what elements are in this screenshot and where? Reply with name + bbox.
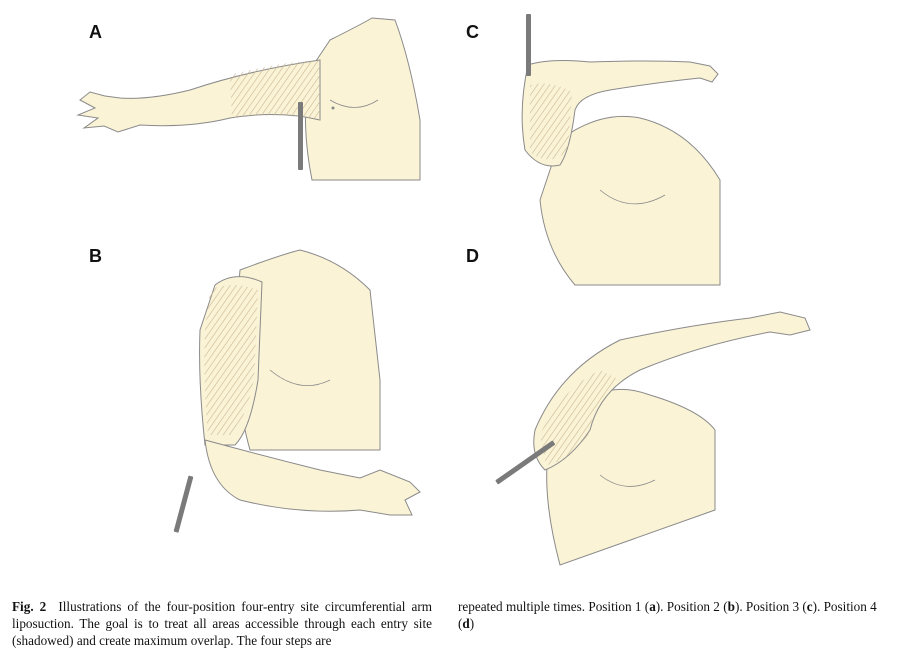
caption-text-left: Illustrations of the four-position four-…	[12, 599, 432, 648]
illustration-position-2	[173, 249, 421, 533]
arm	[521, 60, 719, 167]
forearm	[204, 439, 421, 516]
illustration-position-3	[521, 14, 721, 286]
illustration-position-4	[495, 311, 811, 566]
panel-label-a: A	[89, 22, 102, 42]
torso	[546, 388, 716, 566]
panel-label-d: D	[466, 246, 479, 266]
cannula	[298, 102, 303, 170]
panel-label-b: B	[89, 246, 102, 266]
shaded-zone	[540, 370, 620, 465]
panel-a: A	[0, 0, 450, 230]
figure-caption-left: Fig. 2 Illustrations of the four-positio…	[12, 598, 432, 649]
arm	[533, 311, 811, 471]
cannula	[173, 475, 194, 533]
shaded-zone	[230, 60, 320, 120]
illustration-position-1	[76, 17, 421, 181]
figure-label: Fig. 2	[12, 599, 47, 614]
figure-caption-right: repeated multiple times. Position 1 (a).…	[458, 599, 877, 631]
torso	[304, 17, 421, 181]
panel-d: D	[450, 230, 902, 570]
panel-c: C	[450, 0, 902, 290]
torso	[539, 115, 721, 286]
cannula	[526, 14, 531, 76]
panel-label-c: C	[466, 22, 479, 42]
cannula	[495, 440, 555, 485]
shaded-zone	[530, 83, 572, 160]
panel-b: B	[0, 230, 450, 560]
shaded-zone	[204, 285, 258, 435]
